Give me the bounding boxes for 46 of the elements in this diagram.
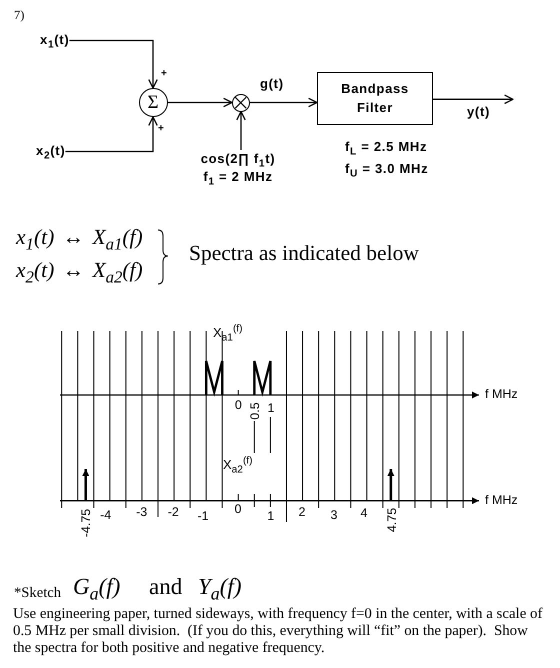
tick-label: -4.75: [78, 508, 94, 538]
carrier-label: cos(2∏ f$_{1}$t): [200, 150, 276, 168]
signal-label: g(t): [260, 77, 284, 92]
plus-sign: +: [161, 68, 168, 80]
arrow: [236, 110, 246, 150]
tick-label: 0.5: [247, 402, 262, 420]
problem-number: 7): [14, 8, 24, 22]
tick-label: 2: [298, 504, 306, 520]
instruction-text: and: [149, 574, 182, 600]
summing-junction: [138, 88, 168, 117]
tick-label: 1: [267, 508, 274, 524]
signal-label: x$_{2}$(t): [36, 144, 66, 159]
arrow: [433, 94, 514, 104]
function-name: Y$_{a}$(f): [198, 574, 242, 600]
filter-block: [317, 72, 433, 125]
signal-label: x$_{1}$(t): [40, 33, 70, 48]
block-label: Bandpass Filter: [340, 80, 410, 116]
tick-label: -4: [100, 508, 112, 522]
tick-label: -1: [197, 508, 209, 524]
tick-label: 4: [360, 506, 368, 520]
function-name: G$_{a}$(f): [73, 574, 120, 600]
signal-label: y(t): [467, 105, 490, 120]
multiplier-symbol: [232, 94, 250, 112]
tick-label: 0: [234, 398, 242, 412]
transform-pair: x$_{2}$(t) ↔ X$_{a2}$(f): [16, 258, 143, 283]
tick-label: 0: [234, 502, 242, 516]
arrow: [65, 116, 158, 152]
arrow: [250, 98, 318, 108]
carrier-frequency-label: f$_{1}$ = 2 MHz: [202, 168, 274, 186]
axis-label: f MHz: [485, 493, 518, 508]
tick-label: -2: [168, 504, 179, 520]
tick-label: 3: [330, 508, 338, 522]
summation-sign: Σ: [147, 93, 159, 112]
instruction-text: *Sketch: [14, 585, 62, 602]
tick-label: -3: [136, 504, 148, 520]
arrow: [69, 40, 158, 89]
note-text: Spectra as indicated below: [189, 241, 419, 266]
cutoff-frequency-label: f$_{U}$ = 3.0 MHz: [345, 162, 428, 177]
cutoff-frequency-label: f$_{L}$ = 2.5 MHz: [345, 140, 428, 155]
tick-label: 4.75: [384, 508, 399, 532]
plus-sign: +: [158, 123, 165, 134]
arrow: [168, 98, 233, 108]
transform-pair: x$_{1}$(t) ↔ X$_{a1}$(f): [16, 225, 143, 250]
axis-label: f MHz: [485, 387, 518, 402]
instruction-paragraph: Use engineering paper, turned sideways, with frequency f=0 in the center, with a scale of 0.5 MHz per small division. (If you do this, everything will “fit” on the paper). Show the spectra for both positive and negative frequency.: [13, 606, 544, 657]
tick-label: 1: [268, 400, 274, 416]
